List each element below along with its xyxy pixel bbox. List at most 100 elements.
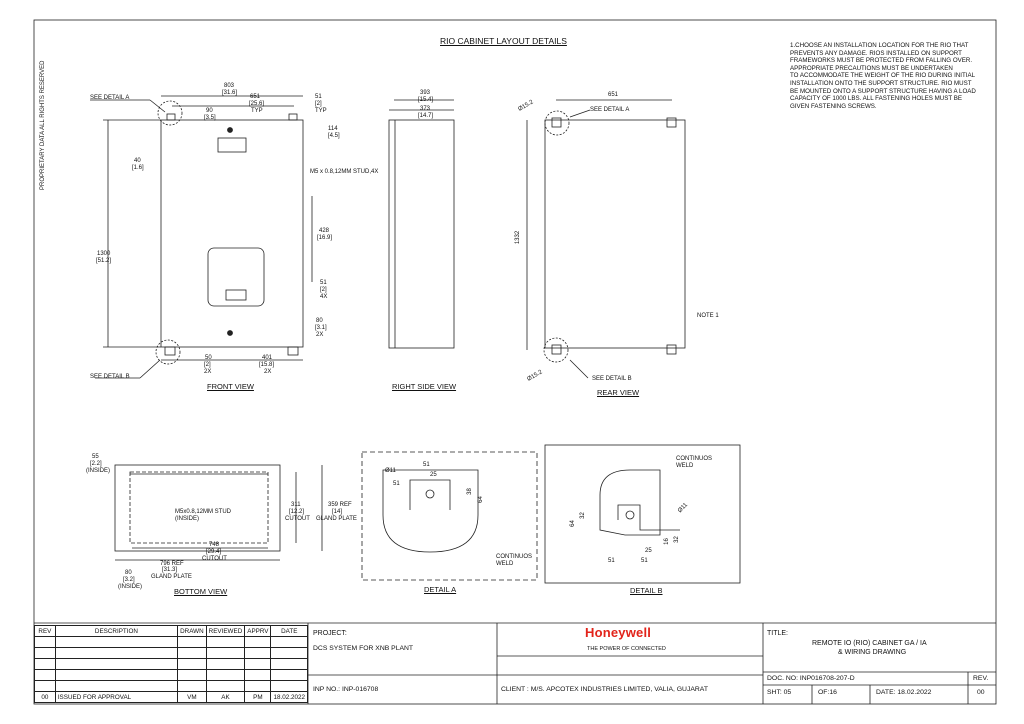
drawing-border [33,19,997,705]
dim-1300: 1300 [97,251,111,257]
dim-748: 748 [209,542,220,548]
brand-tagline: THE POWER OF CONNECTED [587,646,666,652]
rear-detail-a-circle [544,110,570,136]
note-1-callout: NOTE 1 [697,313,719,319]
dim-90: 90 [206,108,213,114]
detail-a-bracket [382,469,479,553]
dim-401-x: 2X [264,369,272,375]
dim-401-in: [15.8] [259,362,275,368]
weld-callout-b: CONTINUOS [676,456,712,462]
dim-373: 373 [420,106,431,112]
dim-51-in: [2] [315,101,322,107]
dim-80b: 80 [125,570,132,576]
dim-a-dia: Ø11 [385,468,396,474]
row-date: 18.02.2022 [270,691,308,703]
dim-359: 359 REF [328,502,352,508]
row-reviewed: AK [205,691,246,703]
title-label: TITLE: [767,630,789,637]
dim-40: 40 [134,158,141,164]
rear-view-label: REAR VIEW [597,388,640,397]
rear-detail-b-circle [543,337,569,363]
dim-80-x: 2X [316,332,324,338]
see-detail-a-rear: SEE DETAIL A [590,107,630,113]
detail-a-label: DETAIL A [424,585,457,594]
dim-651-in: [25.6] [249,101,265,107]
dim-55-inside: (INSIDE) [86,468,110,474]
inp-number: INP NO.: INP-016708 [313,686,379,693]
dim-80-in: [3.1] [315,325,327,331]
dim-a-51-top: 51 [423,462,430,468]
rev-value: 00 [977,689,985,696]
detail-b-frame [544,444,741,584]
dim-359-in: [14] [332,509,343,515]
dim-393: 393 [420,90,431,96]
dim-51b-in: [2] [320,287,327,293]
sheet-of: OF:16 [818,689,837,696]
front-handle [207,247,265,307]
dim-114: 114 [328,126,338,132]
bottom-view-label: BOTTOM VIEW [174,587,228,596]
stud-bottom-inside: (INSIDE) [175,516,199,522]
dim-428: 428 [319,228,330,234]
rear-cabinet [544,119,686,349]
detail-b-bracket [599,469,661,536]
dim-51b: 51 [320,280,327,286]
dim-311: 311 [291,502,301,508]
dim-80: 80 [316,318,323,324]
dim-50-in: [2] [204,362,211,368]
dim-1300-in: [51.2] [96,258,112,264]
dim-b-51-a: 51 [608,558,615,564]
sheet-title-1: REMOTE IO (RIO) CABINET GA / IA [812,640,927,647]
dim-rear-651: 651 [608,92,619,98]
client-line: CLIENT : M/S. APCOTEX INDUSTRIES LIMITED… [501,686,708,693]
sheet-title-2: & WIRING DRAWING [838,649,907,656]
stud-callout: M5 x 0.8,12MM STUD,4X [310,169,379,175]
dim-393-in: [15.4] [418,97,434,103]
front-label-plate [217,137,247,153]
dim-803: 803 [224,83,235,89]
dim-114-in: [4.5] [328,133,340,139]
right-side-view-label: RIGHT SIDE VIEW [392,382,457,391]
dim-a-51-left: 51 [393,481,400,487]
dim-401: 401 [262,355,273,361]
dim-51: 51 [315,94,322,100]
project-name: DCS SYSTEM FOR XNB PLANT [313,645,414,652]
dim-51b-x: 4X [320,294,328,300]
see-detail-b-rear: SEE DETAIL B [592,376,632,382]
row-desc: ISSUED FOR APPROVAL [54,691,179,703]
dim-651: 651 [250,94,261,100]
dim-b-25: 25 [645,548,652,554]
detail-a-circle [157,100,183,126]
dim-373-in: [14.7] [418,113,434,119]
dim-80b-inside: (INSIDE) [118,584,142,590]
dim-50: 50 [205,355,212,361]
weld-callout-b-2: WELD [676,463,694,469]
see-detail-b-front: SEE DETAIL B [90,374,130,380]
drawing-title: RIO CABINET LAYOUT DETAILS [440,36,567,46]
doc-number: DOC. NO: INP016708-207-D [767,675,855,682]
revision-table: REV DESCRIPTION DRAWN REVIEWED APPRV DAT… [34,625,308,703]
dim-50-x: 2X [204,369,212,375]
row-apprv: PM [244,691,272,703]
dim-311-cutout: CUTOUT [285,516,310,522]
dim-803-in: [31.6] [222,90,238,96]
weld-callout-a: CONTINUOS [496,554,532,560]
rev-label: REV. [973,675,989,682]
dim-51-typ: TYP [315,108,327,114]
dim-748-in: [29.4] [206,549,222,555]
front-view-label: FRONT VIEW [207,382,254,391]
see-detail-a-front: SEE DETAIL A [90,95,130,101]
bottom-plate [114,464,281,552]
project-label: PROJECT: [313,630,347,637]
side-cabinet [388,119,455,349]
dim-428-in: [16.9] [317,235,333,241]
dim-796: 796 REF [160,561,184,567]
front-cabinet [160,119,304,348]
dim-40-in: [1.6] [132,165,144,171]
detail-b-circle [155,339,181,365]
dim-748-cutout: CUTOUT [202,556,227,562]
notes-block: 1.CHOOSE AN INSTALLATION LOCATION FOR TH… [790,42,976,110]
dim-359-gland: GLAND PLATE [316,516,357,522]
dim-55: 55 [92,454,99,460]
